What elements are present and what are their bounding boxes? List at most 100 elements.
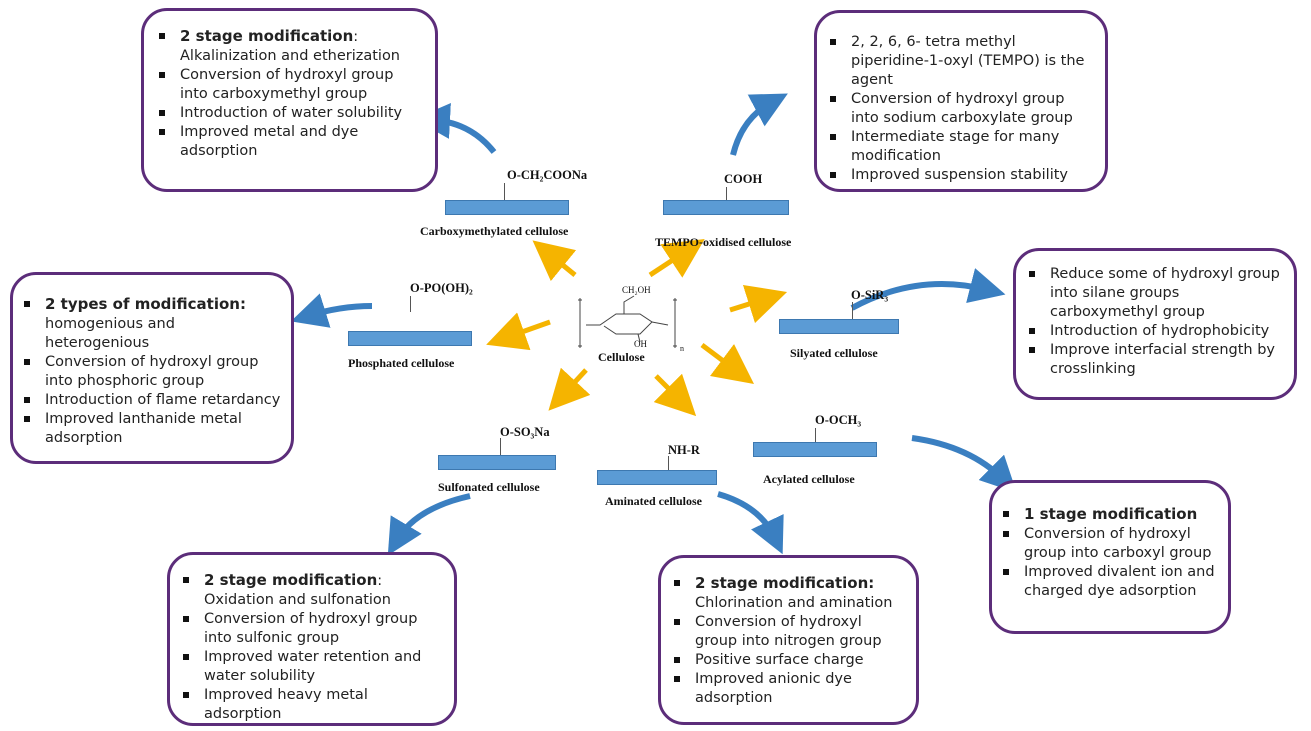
group-aminated: NH-R (668, 443, 700, 457)
bullet-item: Conversion of hydroxyl group into carbox… (998, 525, 1218, 563)
arrow-to-phosphated (486, 312, 551, 351)
bullet-bold: 1 stage modification (1024, 505, 1198, 523)
stem-sulfonated (500, 438, 501, 455)
bullet-text: Conversion of hydroxyl group into carbox… (1024, 526, 1212, 561)
blue-arrow-phosphate (290, 293, 373, 328)
bullet-text: Improved divalent ion and charged dye ad… (1024, 564, 1215, 599)
bullet-item: Positive surface charge (669, 651, 908, 670)
bar-silyated (779, 319, 899, 334)
bullet-item: Improved heavy metal adsorption (178, 686, 446, 724)
bullet-bold: 2 types of modification: (45, 295, 246, 313)
n-subscript: n (680, 344, 684, 353)
bullet-item: 1 stage modification (998, 505, 1218, 525)
bullet-text: : Oxidation and sulfonation (204, 573, 391, 608)
label-silyated: Silyated cellulose (790, 346, 878, 360)
bar-sulfonated (438, 455, 556, 470)
bullet-item: Improved lanthanide metal adsorption (19, 410, 281, 448)
bullet-item: Introduction of hydrophobicity (1024, 322, 1284, 341)
stem-tempo (726, 187, 727, 200)
stem-phosphated (410, 296, 411, 312)
ch2oh-label: CH₂OH (622, 285, 651, 295)
blue-arrow-tempo (730, 93, 788, 156)
bullet-text: Chlorination and amination (695, 595, 893, 611)
bullet-text: Introduction of flame retardancy (45, 392, 281, 408)
bullet-item: Reduce some of hydroxyl group into silan… (1024, 265, 1284, 322)
bullet-item: 2 stage modification: Chlorination and a… (669, 574, 908, 613)
bullet-text: Conversion of hydroxyl group into sulfon… (204, 611, 418, 646)
bullet-item: Improved anionic dye adsorption (669, 670, 908, 708)
bullet-item: 2, 2, 6, 6- tetra methyl piperidine-1-ox… (825, 33, 1093, 90)
box-phosphate: 2 types of modification: homogenious and… (10, 272, 294, 464)
bullet-item: Conversion of hydroxyl group into phosph… (19, 353, 281, 391)
bullet-item: Introduction of flame retardancy (19, 391, 281, 410)
bar-aminated (597, 470, 717, 485)
bar-phosphated (348, 331, 472, 346)
bullet-text: Conversion of hydroxyl group into sodium… (851, 91, 1073, 126)
bullet-text: Improved water retention and water solub… (204, 649, 422, 684)
blue-arrow-silane (850, 268, 1006, 311)
bullet-text: Introduction of hydrophobicity (1050, 323, 1270, 339)
stem-silyated (852, 302, 853, 319)
bullet-text: Reduce some of hydroxyl group into silan… (1050, 266, 1280, 320)
bullet-item: Conversion of hydroxyl group into carbox… (154, 66, 421, 104)
bullet-text: Improve interfacial strength by crosslin… (1050, 342, 1275, 377)
stem-acylated (815, 428, 816, 442)
arrow-to-sulfonated (548, 367, 591, 411)
bullet-text: Improved anionic dye adsorption (695, 671, 852, 706)
bar-carboxymethylated (445, 200, 569, 215)
oh-label: OH (634, 339, 647, 349)
label-phosphated: Phosphated cellulose (348, 356, 455, 370)
bullet-text: 2, 2, 6, 6- tetra methyl piperidine-1-ox… (851, 34, 1085, 88)
bullet-item: Improve interfacial strength by crosslin… (1024, 341, 1284, 379)
bullet-item: Improved metal and dye adsorption (154, 123, 421, 161)
bullet-item: Improved water retention and water solub… (178, 648, 446, 686)
label-tempo: TEMPO-oxidised cellulose (655, 235, 792, 249)
bullet-item: 2 stage modification: Oxidation and sulf… (178, 571, 446, 610)
bullet-item: Conversion of hydroxyl group into nitrog… (669, 613, 908, 651)
bullet-text: Conversion of hydroxyl group into nitrog… (695, 614, 882, 649)
bullet-text: Positive surface charge (695, 652, 864, 668)
box-sulfon: 2 stage modification: Oxidation and sulf… (167, 552, 457, 726)
bar-tempo (663, 200, 789, 215)
arrow-to-carboxymethylated (532, 240, 577, 282)
bullet-bold: 2 stage modification (180, 27, 354, 45)
arrow-to-silyated (729, 284, 788, 324)
bullet-item: 2 types of modification: homogenious and… (19, 295, 281, 353)
bullet-text: Conversion of hydroxyl group into carbox… (180, 67, 394, 102)
stem-aminated (668, 456, 669, 470)
bullet-item: Introduction of water solubility (154, 104, 421, 123)
bullet-bold: 2 stage modification: (695, 574, 875, 592)
blue-arrow-acyl (911, 435, 1017, 493)
group-sulfonated: O-SO₃Na (500, 425, 550, 439)
blue-arrow-sulfon (387, 493, 471, 556)
bar-acylated (753, 442, 877, 457)
group-acylated: O-OCH₃ (815, 413, 862, 427)
group-tempo: COOH (724, 172, 763, 186)
group-phosphated: O-PO(OH)₂ (410, 281, 473, 295)
bullet-text: Improved lanthanide metal adsorption (45, 411, 242, 446)
box-amin: 2 stage modification: Chlorination and a… (658, 555, 919, 725)
label-aminated: Aminated cellulose (605, 494, 702, 508)
bullet-text: Improved heavy metal adsorption (204, 687, 368, 722)
box-carboxymethyl: 2 stage modification: Alkalinization and… (141, 8, 438, 192)
blue-arrow-amin (717, 491, 784, 555)
bullet-item: 2 stage modification: Alkalinization and… (154, 27, 421, 66)
group-silyated: O-SiR₃ (851, 288, 889, 302)
bullet-bold: 2 stage modification (204, 571, 378, 589)
bullet-item: Intermediate stage for many modification (825, 128, 1093, 166)
arrow-to-acylated (700, 343, 754, 384)
bullet-text: Introduction of water solubility (180, 105, 403, 121)
bullet-item: Conversion of hydroxyl group into sodium… (825, 90, 1093, 128)
bullet-item: Conversion of hydroxyl group into sulfon… (178, 610, 446, 648)
bullet-text: Intermediate stage for many modification (851, 129, 1060, 164)
bullet-text: Improved suspension stability (851, 167, 1068, 183)
box-tempo: 2, 2, 6, 6- tetra methyl piperidine-1-ox… (814, 10, 1108, 192)
arrow-to-tempo (648, 239, 705, 278)
blue-arrow-carboxymethyl (414, 102, 497, 154)
bullet-text: Conversion of hydroxyl group into phosph… (45, 354, 259, 389)
label-carboxymethylated: Carboxymethylated cellulose (420, 224, 569, 238)
bullet-item: Improved suspension stability (825, 166, 1093, 185)
box-silane: Reduce some of hydroxyl group into silan… (1013, 248, 1297, 400)
bullet-text: homogenious and heterogenious (45, 316, 175, 351)
